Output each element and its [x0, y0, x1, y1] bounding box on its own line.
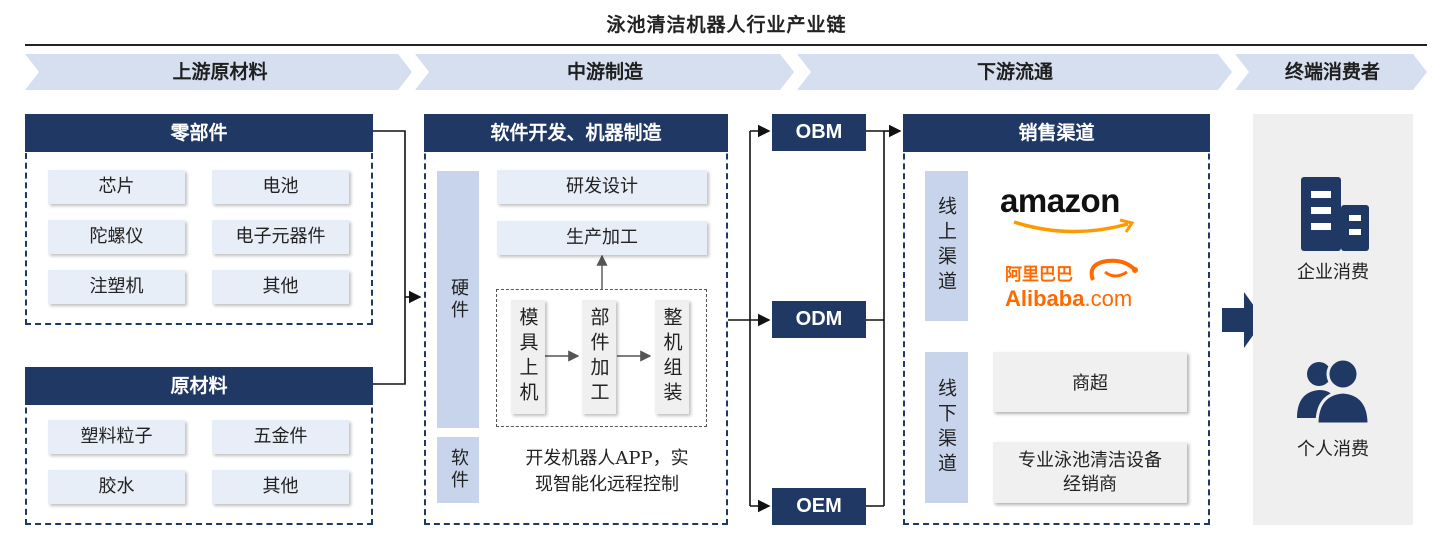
stage-chevron-upstream [25, 54, 412, 90]
oem-box: OEM [772, 488, 866, 525]
process-group [496, 289, 707, 427]
connector-parts [373, 130, 406, 297]
stage-upstream-label: 上游原材料 [172, 61, 268, 83]
channels-panel-title: 销售渠道 [903, 114, 1210, 152]
parts-item-other: 其他 [212, 270, 349, 304]
step-parts-processing: 部件加工 [582, 300, 616, 414]
software-label: 软件 [437, 437, 479, 503]
enterprise-building-icon [1301, 177, 1369, 251]
title-divider [25, 44, 1427, 46]
offline-channel-label: 线下渠道 [925, 352, 968, 503]
parts-panel-title: 零部件 [25, 114, 373, 152]
obm-box: OBM [772, 114, 866, 151]
stage-chevron-midstream [415, 54, 794, 90]
software-desc-line2: 现智能化远程控制 [535, 474, 679, 495]
hardware-label: 硬件 [437, 171, 479, 428]
stage-chevron-consumer [1235, 54, 1427, 90]
stage-chevrons [25, 54, 1427, 90]
materials-item-glue: 胶水 [48, 470, 185, 504]
alibaba-wordmark-suffix: .com [1084, 286, 1133, 311]
midstream-panel-title: 软件开发、机器制造 [424, 114, 728, 152]
parts-item-electronics: 电子元器件 [212, 220, 349, 254]
stage-chevron-downstream [797, 54, 1232, 90]
offline-item-dealer: 专业泳池清洁设备经销商 [993, 442, 1187, 503]
alibaba-logo: 阿里巴巴 Alibaba.com [1005, 256, 1165, 316]
parts-item-chip: 芯片 [48, 170, 185, 204]
page-title: 泳池清洁机器人行业产业链 [606, 14, 847, 36]
stage-midstream-label: 中游制造 [566, 61, 643, 83]
step-assembly: 整机组装 [655, 300, 689, 414]
individual-consumer-label: 个人消费 [1297, 439, 1369, 460]
amazon-smile-icon [1013, 218, 1135, 234]
offline-item-supermarket: 商超 [993, 352, 1187, 412]
individual-users-icon [1297, 357, 1371, 426]
stage-consumer-label: 终端消费者 [1284, 61, 1380, 83]
production-box: 生产加工 [497, 221, 707, 255]
online-channel-label: 线上渠道 [925, 171, 968, 321]
materials-item-plastic: 塑料粒子 [48, 420, 185, 454]
alibaba-smile-icon [1089, 258, 1138, 281]
software-desc-line1: 开发机器人APP，实 [525, 448, 689, 469]
rd-design-box: 研发设计 [497, 170, 707, 204]
alibaba-chinese-name: 阿里巴巴 [1005, 265, 1073, 285]
odm-box: ODM [772, 301, 866, 338]
software-description: 开发机器人APP，实 现智能化远程控制 [497, 446, 717, 498]
connector-materials [373, 297, 406, 385]
parts-item-injection-machine: 注塑机 [48, 270, 185, 304]
amazon-wordmark: amazon [1000, 182, 1120, 219]
alibaba-wordmark-main: Alibaba [1005, 286, 1085, 311]
alibaba-wordmark: Alibaba.com [1005, 286, 1132, 312]
enterprise-consumer-label: 企业消费 [1297, 262, 1369, 283]
materials-item-hardware: 五金件 [212, 420, 349, 454]
materials-panel-title: 原材料 [25, 367, 373, 405]
parts-item-gyroscope: 陀螺仪 [48, 220, 185, 254]
amazon-logo: amazon [1000, 182, 1160, 242]
step-mold: 模具上机 [511, 300, 545, 414]
stage-downstream-label: 下游流通 [976, 61, 1053, 83]
parts-item-battery: 电池 [212, 170, 349, 204]
materials-item-other: 其他 [212, 470, 349, 504]
